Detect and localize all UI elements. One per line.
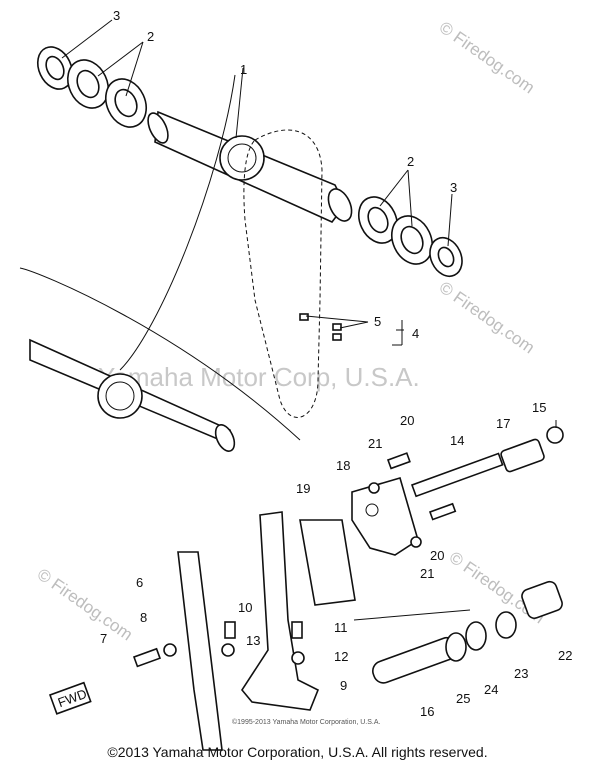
- callout-24: 24: [484, 682, 498, 697]
- inner-copyright-text: ©1995-2013 Yamaha Motor Corporation, U.S…: [232, 718, 381, 726]
- inset-camshaft: [19, 74, 301, 452]
- callout-3-top: 3: [113, 8, 120, 23]
- callout-21-top: 21: [368, 436, 382, 451]
- tensioner-spring-parts: [372, 580, 563, 684]
- callout-6: 6: [136, 575, 143, 590]
- callout-16: 16: [420, 704, 434, 719]
- camshaft-top: [147, 110, 353, 223]
- tensioner-assembly: [299, 426, 564, 606]
- chain-guides: [132, 511, 320, 751]
- callout-14: 14: [450, 433, 464, 448]
- watermark-firedog-bottom-left: © Firedog.com: [34, 565, 136, 645]
- leader-lines: [61, 19, 557, 621]
- callout-3-right: 3: [450, 180, 457, 195]
- right-bearing-set: [357, 196, 463, 278]
- callout-12: 12: [334, 649, 348, 664]
- callout-18: 18: [336, 458, 350, 473]
- copyright-footer: ©2013 Yamaha Motor Corporation, U.S.A. A…: [107, 744, 488, 760]
- callout-11: 11: [334, 620, 348, 635]
- callout-9: 9: [340, 678, 347, 693]
- callout-15: 15: [532, 400, 546, 415]
- callout-19: 19: [296, 481, 310, 496]
- callout-25: 25: [456, 691, 470, 706]
- callout-1: 1: [240, 62, 247, 77]
- callout-2-right: 2: [407, 154, 414, 169]
- forward-arrow-badge: FWD: [48, 681, 92, 715]
- left-bearing-set: [36, 46, 148, 128]
- callout-2-top: 2: [147, 29, 154, 44]
- callout-labels: 3 2 1 2 3 5 4 20 21 14 17 15 18 19 20 21…: [100, 8, 572, 719]
- watermark-firedog-right: © Firedog.com: [436, 278, 538, 358]
- callout-23: 23: [514, 666, 528, 681]
- watermark-yamaha-center: Yamaha Motor Corp, U.S.A.: [98, 362, 420, 392]
- callout-7: 7: [100, 631, 107, 646]
- callout-4: 4: [412, 326, 419, 341]
- chain-link-clips: [299, 313, 342, 341]
- callout-13: 13: [246, 633, 260, 648]
- watermark-firedog-top-right: © Firedog.com: [436, 18, 538, 98]
- callout-20-top: 20: [400, 413, 414, 428]
- callout-22: 22: [558, 648, 572, 663]
- callout-17: 17: [496, 416, 510, 431]
- callout-5: 5: [374, 314, 381, 329]
- cam-chain: [243, 129, 323, 418]
- callout-20-bottom: 20: [430, 548, 444, 563]
- callout-8: 8: [140, 610, 147, 625]
- callout-21-bottom: 21: [420, 566, 434, 581]
- callout-10: 10: [238, 600, 252, 615]
